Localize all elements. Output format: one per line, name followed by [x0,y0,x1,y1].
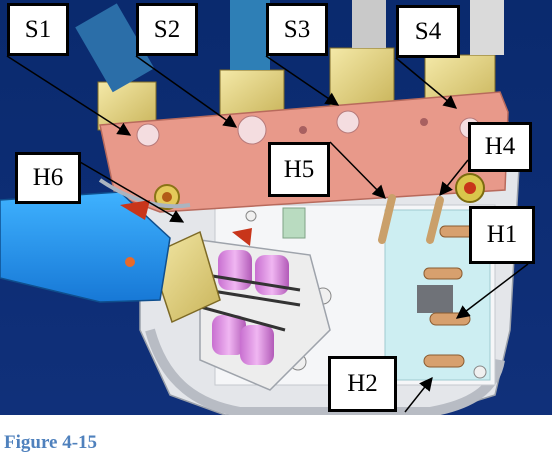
label-h1: H1 [469,206,535,264]
label-h4: H4 [468,122,532,172]
label-s4: S4 [396,5,460,58]
grey-block [417,285,453,313]
label-s2: S2 [136,3,198,56]
palm-screw-1 [299,126,307,134]
sensor-h4-core [464,182,476,194]
palm-hole-2 [237,115,267,145]
thumb-roller-4 [240,325,274,365]
arrow-s2 [135,55,238,128]
wire-h5b [426,196,444,244]
label-h6: H6 [15,152,81,204]
screw-c [473,365,487,379]
finger-stub-2 [230,0,270,70]
arrow-s4 [395,57,458,109]
thumb-roller-1 [218,250,252,290]
palm-screw-2 [420,118,428,126]
connector-h2 [423,354,465,368]
arrow-h1 [455,263,529,319]
arrow-s3 [265,55,340,106]
arrow-h2 [404,376,433,413]
arrow-h4 [439,159,469,197]
robot-hand-render [0,0,552,415]
thumb-roller-3 [212,315,246,355]
connector-mid [423,267,463,280]
label-s3: S3 [266,3,328,56]
thumb-roller-2 [255,255,289,295]
red-tab-2 [232,228,252,246]
arrow-s1 [6,55,132,136]
finger-stub-3 [352,0,386,48]
palm-hole-3 [336,110,360,134]
wire-h5a [378,194,396,244]
sensor-h6-core [162,192,172,202]
finger-base-3 [329,47,395,109]
red-tab [120,200,150,220]
green-strip [282,207,306,239]
finger-stub-4 [470,0,504,55]
connector-h1 [429,312,471,326]
thumb-arm-dot [125,257,135,267]
screw-d [245,210,257,222]
finger-stub-1 [75,3,155,93]
arrow-h6 [79,161,185,223]
arrow-h5 [329,141,386,199]
figure-caption: Figure 4-15 [4,432,98,453]
palm-hole-1 [136,123,160,147]
label-s1: S1 [7,3,69,56]
label-h2: H2 [328,356,397,412]
label-h5: H5 [268,142,330,197]
